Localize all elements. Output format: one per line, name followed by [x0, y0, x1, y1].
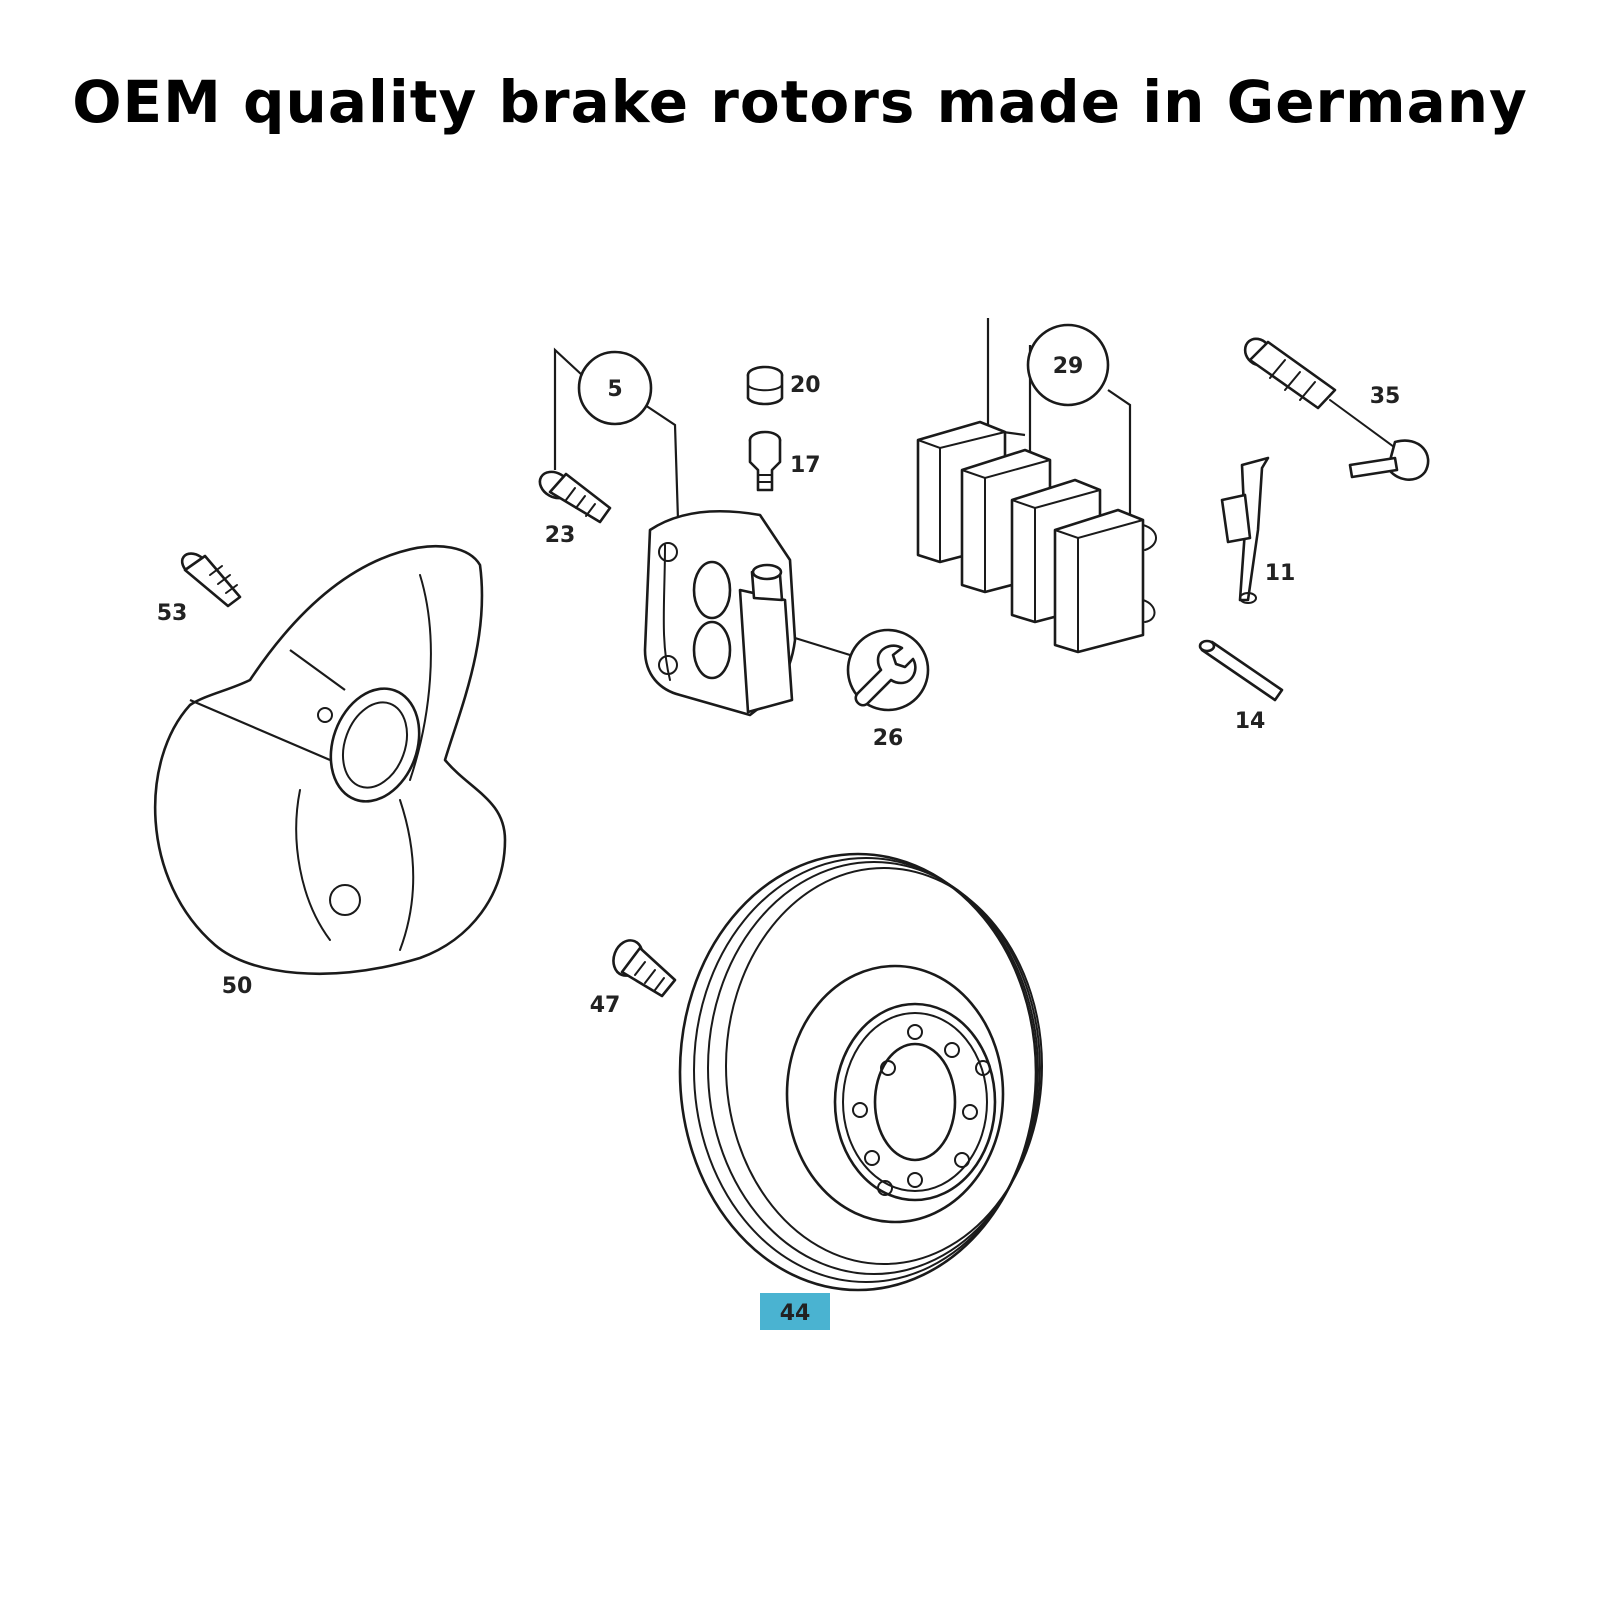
callout-35-label[interactable]: 35	[1370, 384, 1401, 409]
callout-29[interactable]: 29	[1026, 323, 1110, 407]
callout-44-highlight[interactable]: 44	[760, 1293, 830, 1330]
bleeder-cap-part	[746, 365, 784, 406]
callout-23-label[interactable]: 23	[545, 523, 576, 548]
callout-53-label[interactable]: 53	[157, 601, 188, 626]
brake-caliper-part	[643, 510, 851, 717]
guide-pin-part	[1198, 639, 1284, 702]
wrench-icon	[854, 644, 917, 707]
callout-26-label: 26	[873, 726, 904, 751]
callout-29-label: 29	[1053, 354, 1084, 379]
callout-17-label[interactable]: 17	[790, 453, 821, 478]
callout-50-label[interactable]: 50	[222, 974, 253, 999]
callout-47-label[interactable]: 47	[590, 993, 621, 1018]
callout-5-label: 5	[607, 377, 622, 402]
spring-clip-part	[1220, 456, 1270, 604]
bolt-47-part	[612, 939, 677, 998]
bolt-53-part	[180, 552, 242, 608]
wear-sensor-part	[1243, 337, 1430, 481]
highlight-box	[760, 1293, 830, 1330]
bolt-23-part	[538, 470, 612, 524]
callout-20-label[interactable]: 20	[790, 373, 821, 398]
callout-11-label[interactable]: 11	[1265, 561, 1296, 586]
brake-pads-part	[916, 420, 1157, 654]
dust-shield-part	[153, 545, 507, 976]
headline: OEM quality brake rotors made in Germany	[72, 68, 1528, 136]
bleeder-screw-part	[748, 430, 782, 492]
callout-44-label: 44	[780, 1301, 811, 1326]
callout-14-label[interactable]: 14	[1235, 709, 1266, 734]
brake-rotor-part	[678, 852, 1043, 1292]
callout-5[interactable]: 5	[577, 350, 653, 426]
callout-26[interactable]: 26	[846, 628, 930, 751]
